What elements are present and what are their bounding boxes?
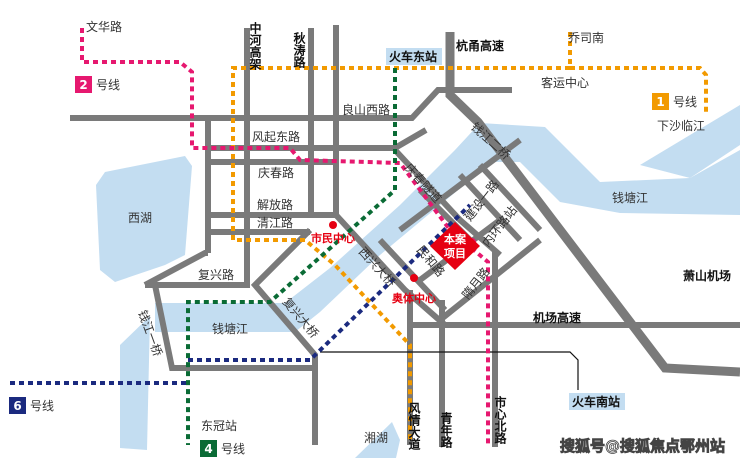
road-label-qingnian: 青年路 [439, 411, 453, 449]
line-label: 号线 [221, 442, 245, 456]
road-label-airport-expressway: 机场高速 [533, 310, 581, 325]
line-2-badge: 2 号线 [75, 76, 120, 93]
line-6-badge: 6 号线 [9, 397, 54, 414]
line-4-badge: 4 号线 [200, 440, 245, 457]
station-dongguan: 东冠站 [201, 419, 237, 433]
label-xiang-lake: 湘湖 [364, 430, 388, 445]
road-label-jiefang: 解放路 [257, 197, 293, 212]
railway-south-station: 火车南站 [572, 394, 620, 409]
qiantang-river [155, 123, 740, 332]
watermark: 搜狐号@搜狐焦点鄂州站 [560, 437, 725, 455]
line-1-badge: 1 号线 [652, 93, 697, 110]
metro-line-1[interactable] [231, 32, 572, 440]
label-qiantang-east: 钱塘江 [612, 190, 648, 205]
line-number: 1 [656, 95, 664, 109]
station-keyun: 客运中心 [541, 75, 589, 90]
road-label-qingchun: 庆春路 [258, 165, 294, 180]
road-label-liangshan: 良山西路 [342, 102, 390, 117]
road-label-fuxing: 复兴路 [198, 267, 234, 282]
label-west-lake: 西湖 [128, 210, 152, 225]
station-xiasha: 下沙临江 [657, 119, 705, 133]
project-label-line1: 本案 [444, 232, 467, 246]
road-label-qiutao: 秋涛路 [292, 31, 306, 69]
label-civic-center: 市民中心 [311, 231, 355, 245]
olympic-center-marker[interactable] [410, 274, 418, 282]
line-number: 6 [13, 399, 21, 413]
project-marker[interactable]: 本案 项目 [430, 222, 480, 270]
line-number: 2 [79, 78, 87, 92]
station-neihuan: 内环路站 [479, 203, 520, 250]
west-lake [96, 156, 192, 282]
label-xiaoshan-airport: 萧山机场 [683, 268, 731, 283]
river-east [640, 105, 740, 178]
metro-line-6-branch[interactable] [188, 203, 472, 362]
road-label-shixin: 市心北路 [493, 395, 507, 445]
station-wenhua: 文华路 [86, 19, 122, 34]
label-olympic-center: 奥体中心 [391, 291, 436, 305]
road-label-fengqi: 风起东路 [252, 129, 300, 144]
station-qiaosinan: 乔司南 [568, 30, 604, 45]
metro-line-4[interactable] [186, 68, 397, 445]
road-label-fengqing: 风情大道 [407, 402, 421, 451]
road-label-hangyong: 杭甬高速 [456, 38, 504, 53]
xiang-lake [355, 422, 400, 458]
line-label: 号线 [96, 78, 120, 92]
metro-line-2[interactable] [80, 28, 490, 445]
line-number: 4 [204, 442, 212, 456]
metro-line-1-east[interactable] [570, 66, 708, 112]
project-label-line2: 项目 [444, 247, 466, 260]
road-label-qingjiang: 清江路 [257, 215, 293, 230]
river-branch-west [120, 316, 150, 450]
road-label-zhonghe: 中河高架 [248, 21, 262, 71]
label-qiantang-west: 钱塘江 [212, 321, 248, 336]
line-label: 号线 [673, 95, 697, 109]
line-label: 号线 [30, 399, 54, 413]
civic-center-marker[interactable] [329, 221, 337, 229]
railway-east-station: 火车东站 [389, 49, 437, 64]
